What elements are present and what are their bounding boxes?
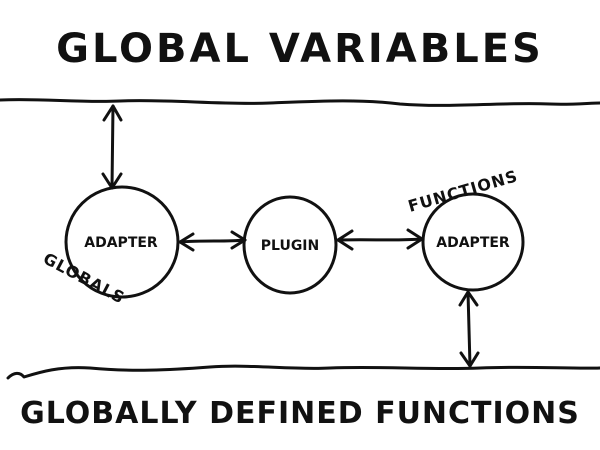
arrow-globals-to-adapter: [101, 104, 123, 190]
plugin-node: [242, 195, 338, 295]
plugin-label: PLUGIN: [261, 238, 319, 254]
arrow-adapter-to-plugin: [178, 230, 247, 252]
functions-side-label: FUNCTIONS: [406, 166, 520, 216]
arrow-plugin-to-adapter: [336, 228, 424, 251]
top-boundary-line: [0, 98, 600, 107]
bottom-boundary-line: [6, 364, 600, 380]
globals-side-label: GLOBALS: [40, 249, 128, 308]
right-adapter-node: [421, 192, 525, 292]
right-adapter-label: ADAPTER: [436, 235, 510, 251]
left-adapter-label: ADAPTER: [84, 235, 158, 251]
bottom-title: GLOBALLY DEFINED FUNCTIONS: [20, 396, 580, 431]
left-adapter-node: [64, 185, 180, 299]
arrow-adapter-to-functions: [458, 290, 480, 368]
top-title: GLOBAL VARIABLES: [56, 26, 544, 72]
